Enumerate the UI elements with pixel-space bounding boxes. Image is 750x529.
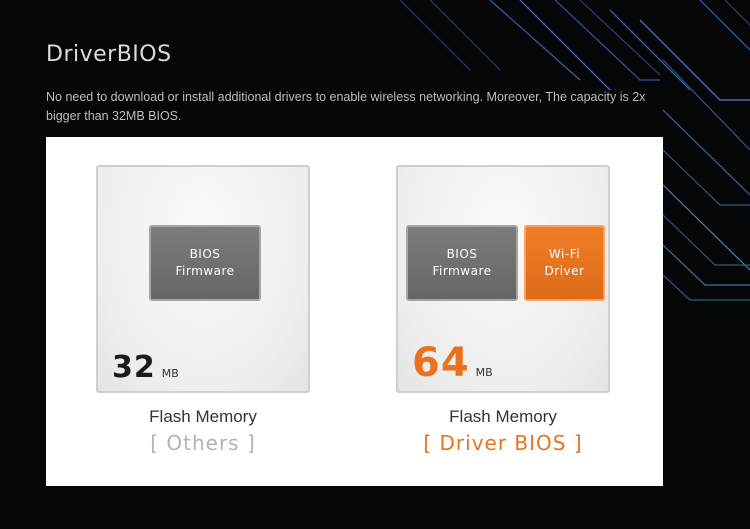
capacity-label: 32 MB bbox=[112, 353, 179, 383]
wifi-driver-chip: Wi-Fi Driver bbox=[524, 225, 605, 301]
flash-card-driver-bios: BIOS Firmware Wi-Fi Driver 64 MB bbox=[396, 165, 610, 393]
capacity-value: 32 bbox=[112, 350, 156, 385]
capacity-label: 64 MB bbox=[412, 343, 493, 383]
flash-memory-caption: Flash Memory bbox=[149, 407, 257, 426]
capacity-unit: MB bbox=[161, 367, 179, 380]
driver-bios-subcaption: [ Driver BIOS ] bbox=[423, 431, 583, 455]
page-title: DriverBIOS bbox=[46, 42, 172, 67]
capacity-unit: MB bbox=[475, 366, 493, 379]
page-description: No need to download or install additiona… bbox=[46, 90, 646, 123]
flash-memory-caption: Flash Memory bbox=[449, 407, 557, 426]
flash-card-others: BIOS Firmware 32 MB bbox=[96, 165, 310, 393]
comparison-panel: BIOS Firmware 32 MB Flash Memory [ Other… bbox=[46, 137, 663, 486]
others-subcaption: [ Others ] bbox=[150, 431, 256, 455]
bios-firmware-chip: BIOS Firmware bbox=[406, 225, 518, 301]
bios-firmware-chip: BIOS Firmware bbox=[149, 225, 261, 301]
capacity-value: 64 bbox=[412, 340, 470, 386]
